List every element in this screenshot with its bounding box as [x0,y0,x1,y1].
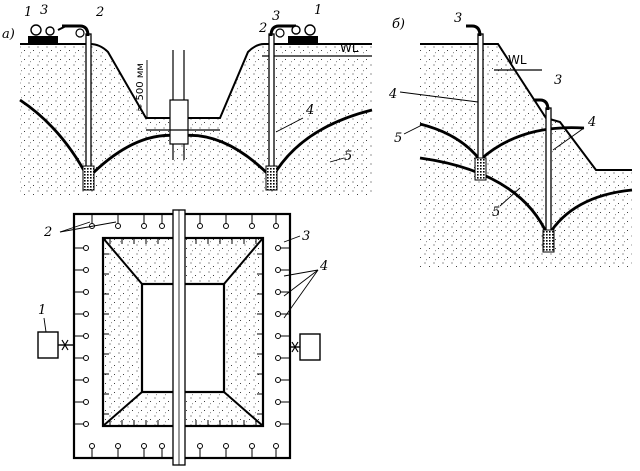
pump-icon [28,24,67,44]
upper-wellpoint [466,24,487,181]
plan-view [37,209,321,466]
label-depression-upper: 5 [394,131,402,146]
pump-icon [290,333,321,361]
central-pipe [146,50,220,160]
pump-icon [288,24,318,44]
label-wellpoint-lower: 4 [587,115,596,130]
soil-mass [420,44,632,268]
label-collector-left: 3 [40,3,48,18]
depth-note: ≈ 500 мм [135,63,146,112]
label-collector-plan: 3 [302,229,310,244]
pump-icon [37,331,74,359]
wellpoint-row-left [74,245,89,427]
water-level-label: WL [508,53,527,67]
panel-b-section [399,24,633,268]
label-pump-right: 1 [314,3,322,18]
label-wellpoint-right: 2 [258,21,267,36]
label-collector-lower: 3 [554,73,562,88]
slope-profile [420,43,632,171]
label-wellpoints-right: 4 [319,259,328,274]
label-depression-curve: 5 [344,149,352,164]
panel-b-tag: б) [392,17,405,32]
wellpoint-row-top [89,214,279,229]
label-collector-upper: 3 [454,11,462,26]
label-pipe: 4 [305,103,314,118]
label-depression-lower: 5 [492,205,500,220]
label-collector-right: 3 [272,9,280,24]
label-wellpoints-plan: 2 [43,225,52,240]
soil-mass [20,44,372,196]
lower-wellpoint [534,98,555,253]
right-wellpoint [265,24,296,191]
water-level-label: WL [340,41,359,55]
left-wellpoint [62,24,95,191]
wellpoint-row-bottom [89,443,279,458]
label-wellpoint-left: 2 [95,5,104,20]
label-pump-plan: 1 [38,303,46,318]
panel-a-section: ≈ 500 мм [19,24,373,196]
label-wellpoint-upper: 4 [388,87,397,102]
wellpoint-row-right [275,245,290,427]
label-pump-left: 1 [24,5,32,20]
panel-a-tag: a) [2,27,15,42]
